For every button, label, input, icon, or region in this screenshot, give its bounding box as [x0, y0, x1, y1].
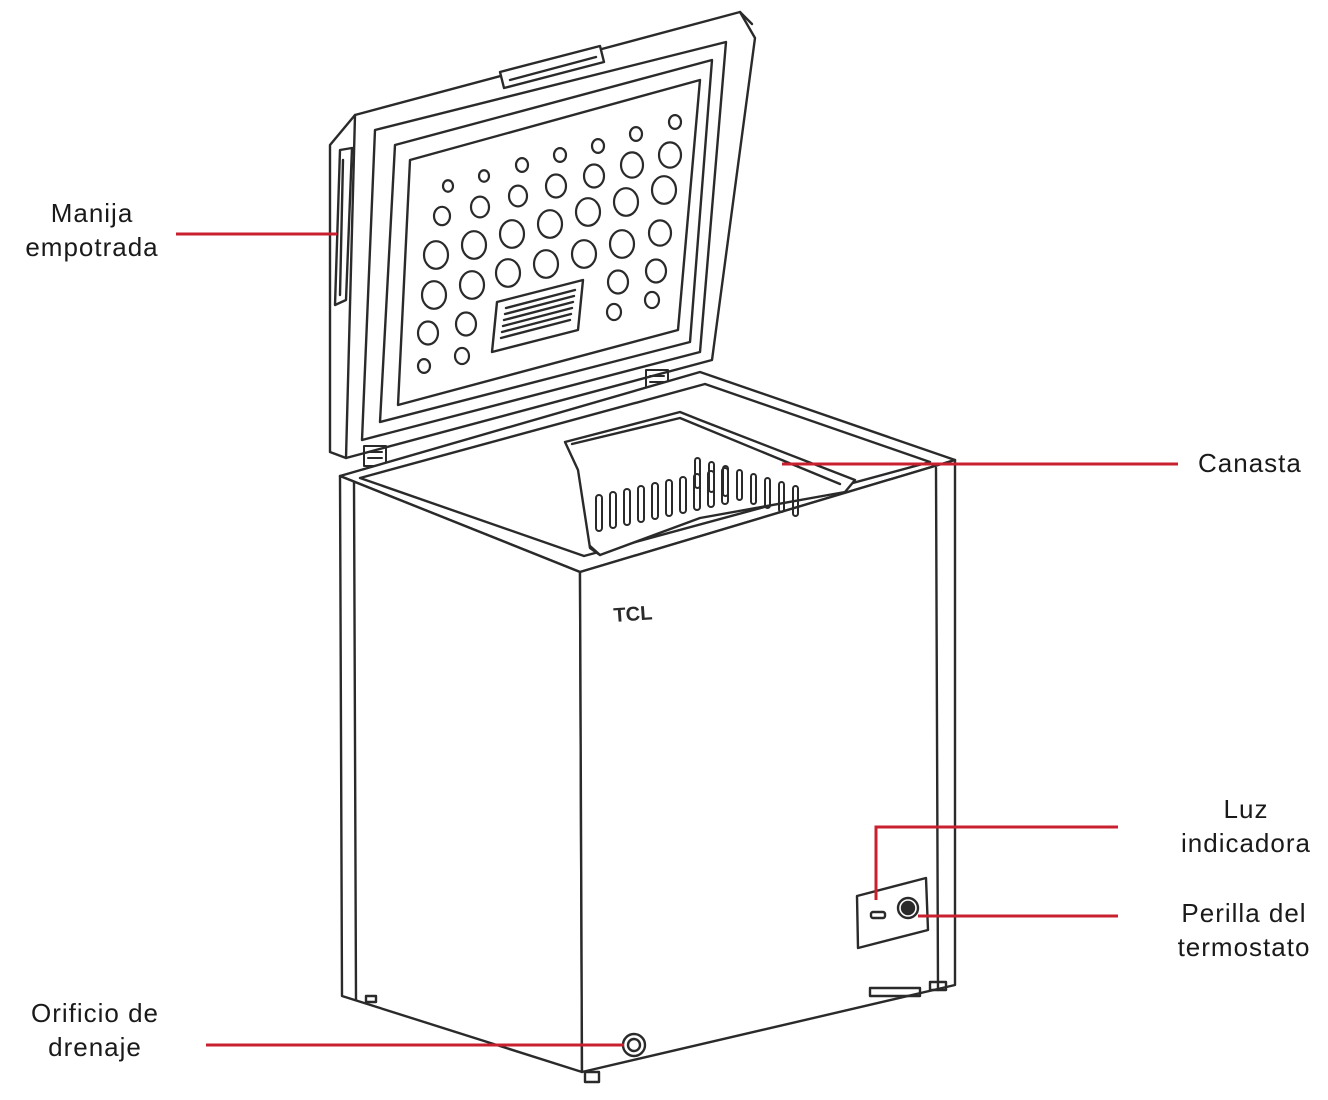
label-line: Perilla del	[1164, 896, 1324, 930]
brand-logo: TCL	[613, 602, 653, 627]
label-line: empotrada	[12, 230, 172, 264]
drain-plug	[623, 1034, 645, 1056]
label-line: termostato	[1164, 930, 1324, 964]
label-line: indicadora	[1166, 826, 1326, 860]
label-drain-hole: Orificio de drenaje	[10, 996, 180, 1064]
label-line: Canasta	[1198, 446, 1302, 480]
label-line: Manija	[12, 196, 172, 230]
label-line: Orificio de	[10, 996, 180, 1030]
label-thermostat-knob: Perilla del termostato	[1164, 896, 1324, 964]
label-line: drenaje	[10, 1030, 180, 1064]
label-basket: Canasta	[1198, 446, 1302, 480]
label-indicator-light: Luz indicadora	[1166, 792, 1326, 860]
label-line: Luz	[1166, 792, 1326, 826]
label-recessed-handle: Manija empotrada	[12, 196, 172, 264]
